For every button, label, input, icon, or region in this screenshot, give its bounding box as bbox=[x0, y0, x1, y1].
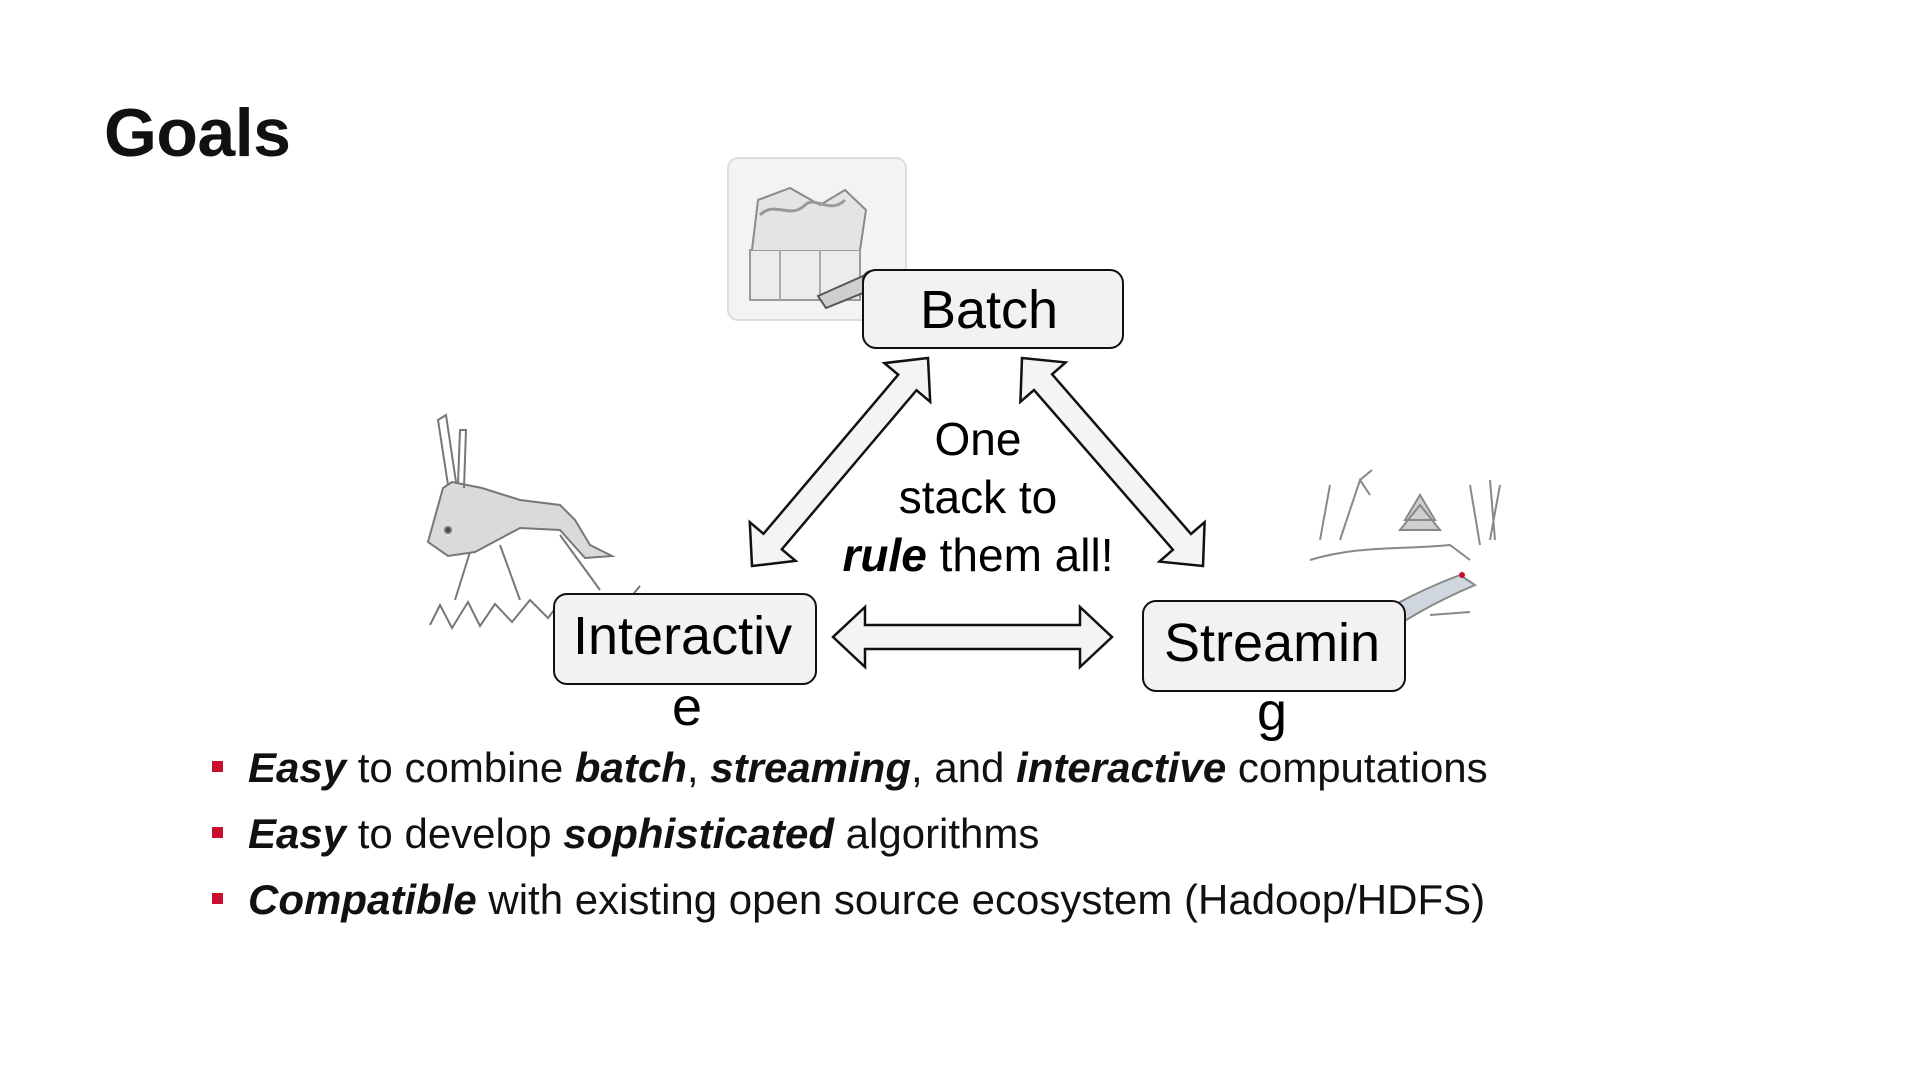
bullet-text: algorithms bbox=[834, 810, 1040, 857]
interactive-box: Interactiv bbox=[553, 593, 817, 685]
center-caption: One stack to rule them all! bbox=[828, 410, 1128, 584]
bullet-emphasis: Easy bbox=[248, 744, 347, 791]
bullet-list: Easy to combine batch, streaming, and in… bbox=[210, 735, 1488, 933]
bullet-text: , bbox=[686, 744, 711, 791]
hare-icon bbox=[426, 413, 641, 631]
bullet-marker-icon bbox=[212, 893, 223, 904]
slide-title: Goals bbox=[104, 95, 291, 171]
bullet-item: Easy to combine batch, streaming, and in… bbox=[210, 735, 1488, 801]
toolbox-icon bbox=[727, 157, 907, 321]
bullet-text: to combine bbox=[346, 744, 575, 791]
center-caption-line3: rule them all! bbox=[828, 526, 1128, 584]
streaming-box: Streamin bbox=[1142, 600, 1406, 692]
arrow-batch-streaming-icon bbox=[1019, 356, 1206, 568]
bullet-text: with existing open source ecosystem (Had… bbox=[476, 876, 1486, 923]
bullet-text: , and bbox=[910, 744, 1017, 791]
bullet-item: Easy to develop sophisticated algorithms bbox=[210, 801, 1488, 867]
batch-box: Batch bbox=[862, 269, 1124, 349]
streaming-label: Streamin bbox=[1164, 613, 1381, 673]
bullet-emphasis: sophisticated bbox=[563, 810, 834, 857]
streaming-label-wrap: g bbox=[1257, 682, 1288, 742]
bullet-text: computations bbox=[1226, 744, 1488, 791]
arrow-batch-interactive-icon bbox=[748, 356, 932, 568]
bullet-emphasis: batch bbox=[574, 744, 687, 791]
bullet-emphasis: Easy bbox=[248, 810, 347, 857]
center-caption-rest: them all! bbox=[926, 529, 1114, 581]
bullet-emphasis: interactive bbox=[1016, 744, 1227, 791]
interactive-label: Interactiv bbox=[573, 606, 793, 666]
center-caption-line2: stack to bbox=[898, 471, 1058, 523]
batch-label: Batch bbox=[920, 280, 1059, 340]
bullet-marker-icon bbox=[212, 761, 223, 772]
bullet-emphasis: streaming bbox=[710, 744, 911, 791]
bullet-text: to develop bbox=[346, 810, 564, 857]
arrow-interactive-streaming-icon bbox=[831, 604, 1114, 670]
center-caption-emphasis: rule bbox=[842, 529, 927, 581]
center-caption-line1: One bbox=[934, 413, 1022, 465]
interactive-label-wrap: e bbox=[672, 677, 703, 737]
bullet-marker-icon bbox=[212, 827, 223, 838]
bullet-item: Compatible with existing open source eco… bbox=[210, 867, 1488, 933]
bullet-emphasis: Compatible bbox=[248, 876, 477, 923]
